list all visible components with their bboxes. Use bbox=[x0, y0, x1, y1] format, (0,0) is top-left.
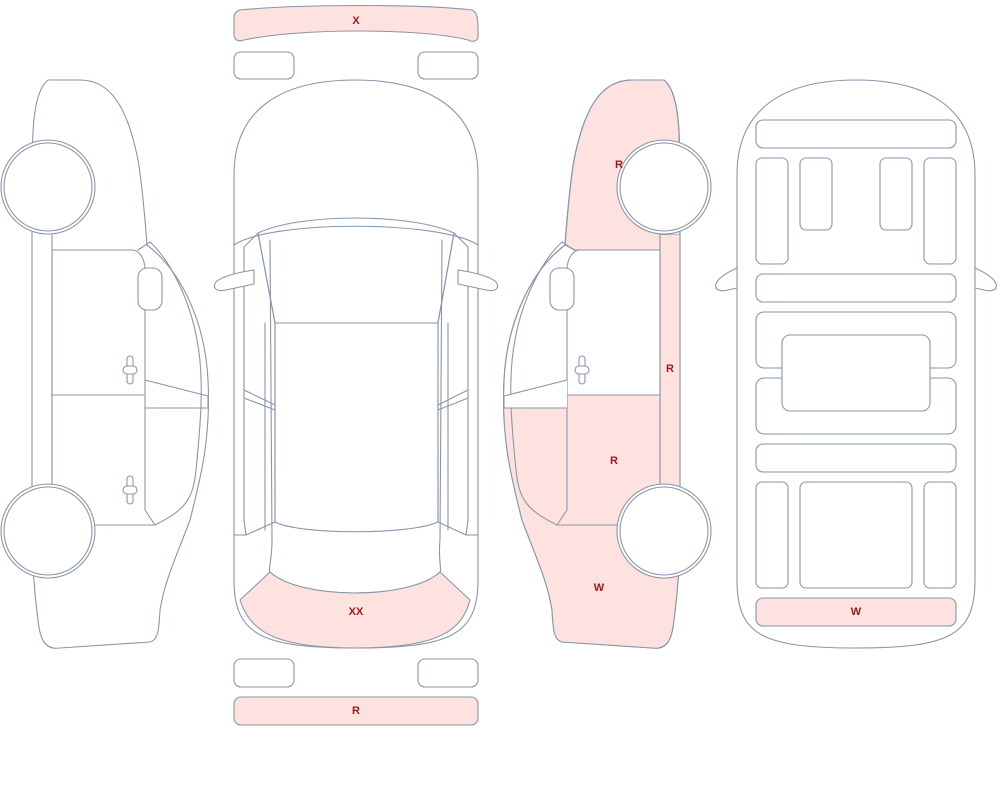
right-a-pillar[interactable] bbox=[510, 241, 575, 526]
right-pillar-lines bbox=[437, 389, 479, 536]
right-rear-quarter-mark: W bbox=[594, 582, 605, 594]
trunk-sill-mark: W bbox=[851, 606, 862, 618]
rear-left-wheel-top[interactable] bbox=[233, 658, 295, 688]
rear-right-wheel-top[interactable] bbox=[417, 658, 479, 688]
right-rear-quarter[interactable] bbox=[503, 405, 680, 649]
left-side-windows[interactable] bbox=[243, 232, 276, 536]
rear-window-mark: XX bbox=[349, 606, 364, 618]
interior-left-mirror[interactable] bbox=[715, 267, 738, 292]
left-rear-wheel[interactable] bbox=[3, 486, 93, 576]
right-front-handle[interactable] bbox=[574, 355, 590, 385]
left-footwell[interactable] bbox=[755, 157, 789, 265]
front-bumper[interactable] bbox=[233, 4, 479, 42]
right-mirror[interactable] bbox=[549, 267, 575, 311]
right-side-windows[interactable] bbox=[437, 232, 469, 536]
left-side-view bbox=[0, 79, 210, 649]
right-inner-sill bbox=[439, 239, 449, 541]
left-front-wheel[interactable] bbox=[3, 142, 93, 232]
right-front-fender-mark: R bbox=[615, 159, 623, 171]
rear-seat-row[interactable] bbox=[755, 443, 957, 473]
right-sill[interactable] bbox=[660, 235, 680, 530]
right-rear-wheel[interactable] bbox=[619, 486, 709, 576]
front-bumper-mark: X bbox=[352, 15, 360, 27]
right-rear-door[interactable] bbox=[557, 395, 660, 525]
left-rear-handle[interactable] bbox=[122, 475, 138, 505]
left-pillar-lines bbox=[233, 389, 276, 536]
rear-bumper[interactable] bbox=[233, 696, 479, 726]
right-rear-door-mark: R bbox=[610, 455, 618, 467]
center-console[interactable] bbox=[781, 334, 931, 412]
left-mirror[interactable] bbox=[137, 267, 163, 311]
left-pedal-area[interactable] bbox=[799, 157, 833, 231]
trunk-sill[interactable] bbox=[755, 597, 957, 627]
right-rear-pocket[interactable] bbox=[923, 481, 957, 589]
roof[interactable] bbox=[274, 322, 439, 533]
right-mirror-top[interactable] bbox=[457, 269, 499, 292]
left-inner-sill bbox=[264, 239, 273, 541]
left-front-door[interactable] bbox=[51, 249, 146, 396]
cargo-floor[interactable] bbox=[799, 481, 913, 589]
front-seat-row[interactable] bbox=[755, 273, 957, 303]
dashboard-panel[interactable] bbox=[755, 119, 957, 149]
left-a-pillar[interactable] bbox=[137, 241, 202, 526]
right-side-view: R R R W bbox=[502, 79, 712, 649]
rear-window[interactable] bbox=[239, 571, 471, 649]
left-mirror-top[interactable] bbox=[213, 269, 255, 292]
right-pedal-area[interactable] bbox=[879, 157, 913, 231]
front-right-wheel-top[interactable] bbox=[417, 51, 479, 80]
right-sill-mark: R bbox=[666, 363, 674, 375]
interior-right-mirror[interactable] bbox=[974, 267, 997, 292]
left-rear-pocket[interactable] bbox=[755, 481, 789, 589]
right-footwell[interactable] bbox=[923, 157, 957, 265]
interior-view: W bbox=[715, 79, 997, 649]
front-left-wheel-top[interactable] bbox=[233, 51, 295, 80]
left-front-handle[interactable] bbox=[122, 355, 138, 385]
top-view: X XX R bbox=[213, 4, 499, 726]
right-front-wheel[interactable] bbox=[619, 142, 709, 232]
right-b-pillar[interactable] bbox=[503, 379, 568, 409]
right-front-door[interactable] bbox=[566, 249, 661, 396]
rear-bumper-mark: R bbox=[352, 705, 360, 717]
left-b-pillar[interactable] bbox=[144, 379, 209, 409]
